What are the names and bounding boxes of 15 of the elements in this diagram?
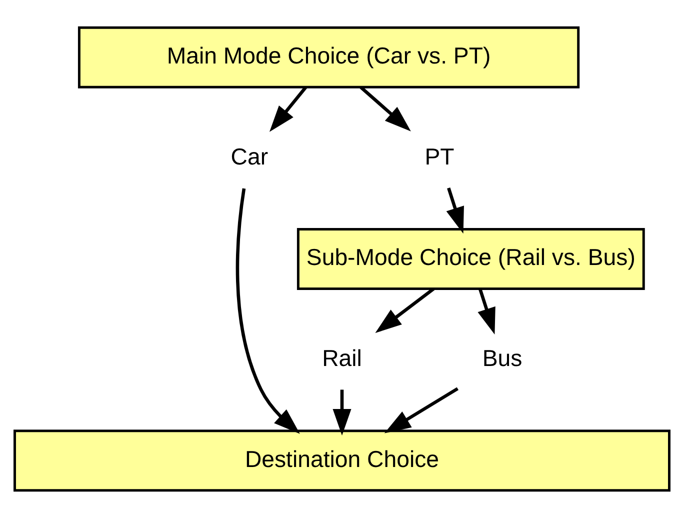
arrow [446, 188, 464, 234]
arrow [375, 288, 435, 334]
node-text: PT [424, 143, 454, 170]
arrow [236, 188, 300, 434]
node-box: Sub-Mode Choice (Rail vs. Bus) [296, 228, 645, 290]
node-text: Bus [482, 344, 522, 371]
node-box: Destination Choice [14, 430, 670, 492]
arrow [360, 86, 411, 132]
node-text: Rail [322, 344, 362, 371]
node-box: Main Mode Choice (Car vs. PT) [78, 26, 580, 88]
arrow [332, 390, 352, 436]
arrow [269, 86, 308, 132]
arrow [384, 387, 459, 434]
arrow [478, 288, 496, 334]
node-text: Car [230, 143, 268, 170]
